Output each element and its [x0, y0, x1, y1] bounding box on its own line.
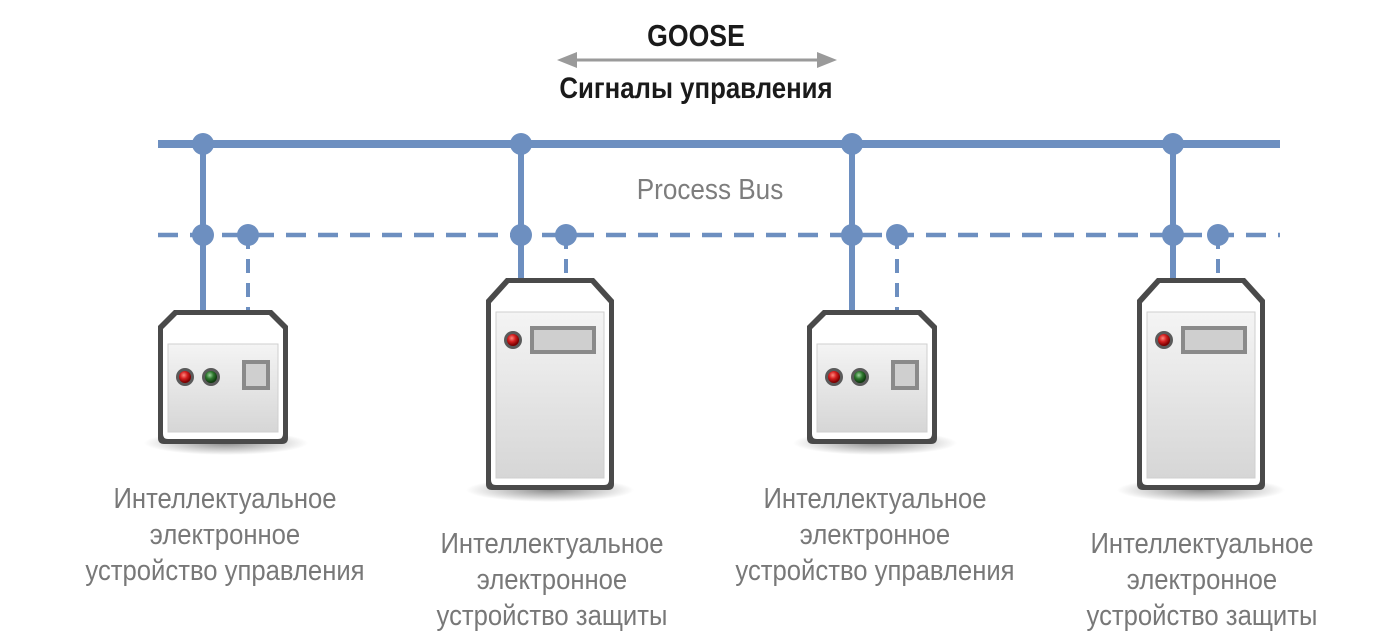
caption-line: электронное [1126, 564, 1278, 596]
caption-line: Интеллектуальное [763, 483, 987, 515]
goose-arrow-icon [557, 52, 837, 68]
device-caption-3: Интеллектуальное электронное устройство … [713, 481, 1037, 589]
caption-line: устройство управления [735, 555, 1015, 587]
device-caption-1: Интеллектуальное электронное устройство … [63, 481, 387, 589]
caption-line: устройство защиты [1086, 600, 1318, 632]
caption-line: электронное [476, 564, 628, 596]
goose-label: GOOSE [647, 18, 745, 53]
connector-device-1 [192, 133, 259, 312]
control-signals-label: Сигналы управления [559, 72, 833, 105]
process-bus-label: Process Bus [636, 174, 784, 206]
connector-device-4 [1162, 133, 1229, 280]
caption-line: Интеллектуальное [113, 483, 337, 515]
protection-ied-icon [466, 278, 634, 502]
protection-ied-icon [1117, 278, 1285, 502]
caption-line: устройство защиты [436, 600, 668, 632]
device-caption-2: Интеллектуальное электронное устройство … [390, 526, 714, 634]
control-ied-icon [793, 310, 957, 455]
caption-line: электронное [799, 519, 951, 551]
caption-line: Интеллектуальное [1090, 528, 1314, 560]
connector-device-2 [510, 133, 577, 280]
caption-line: Интеллектуальное [440, 528, 664, 560]
connector-device-3 [841, 133, 908, 312]
device-caption-4: Интеллектуальное электронное устройство … [1040, 526, 1364, 634]
caption-line: электронное [149, 519, 301, 551]
caption-line: устройство управления [85, 555, 365, 587]
control-ied-icon [144, 310, 308, 455]
